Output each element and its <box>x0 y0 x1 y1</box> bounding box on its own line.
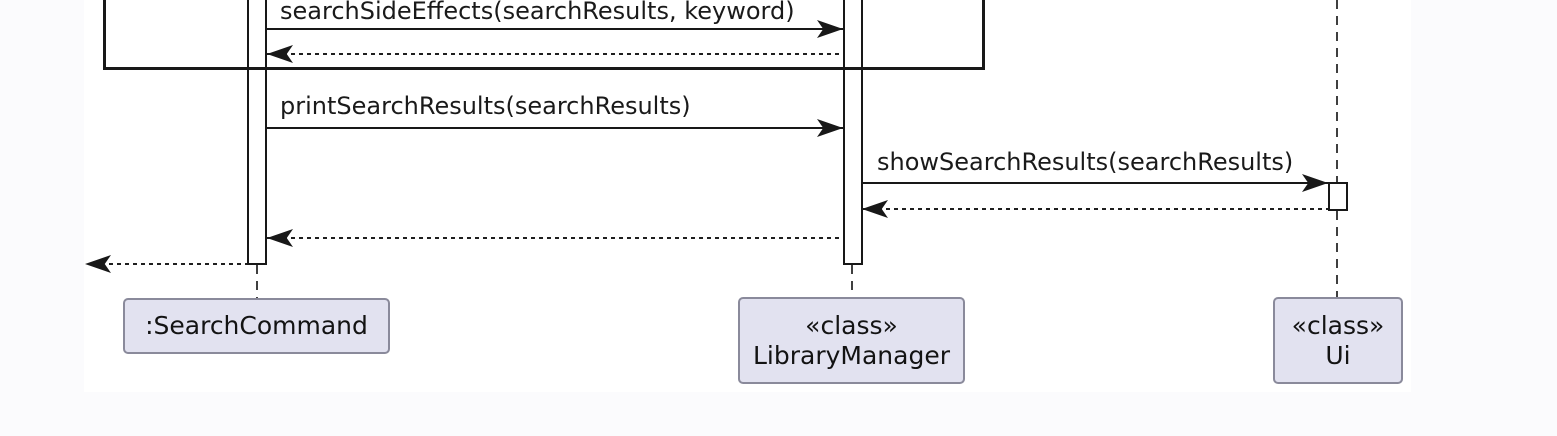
lifeline-ui-upper <box>1336 0 1338 183</box>
return-line-4 <box>109 263 247 265</box>
participant-stereotype-librarymanager: «class» <box>805 310 898 340</box>
message-line-searchSideEffects <box>267 28 843 30</box>
message-label-searchSideEffects: searchSideEffects(searchResults, keyword… <box>280 0 795 25</box>
participant-label-librarymanager: LibraryManager <box>753 340 950 370</box>
message-line-showSearchResults <box>862 182 1328 184</box>
return-line-1 <box>267 53 843 55</box>
participant-box-searchcommand: :SearchCommand <box>123 298 390 354</box>
message-label-showSearchResults: showSearchResults(searchResults) <box>877 148 1294 176</box>
fragment-frame <box>103 0 985 70</box>
lifeline-searchcommand-stub <box>256 265 258 298</box>
message-line-printSearchResults <box>267 127 843 129</box>
return-line-3 <box>267 237 843 239</box>
activation-librarymanager <box>843 0 863 265</box>
message-label-printSearchResults: printSearchResults(searchResults) <box>280 92 691 120</box>
participant-label-searchcommand: :SearchCommand <box>145 311 368 340</box>
participant-label-ui: Ui <box>1325 340 1351 370</box>
participant-stereotype-ui: «class» <box>1291 310 1385 340</box>
activation-ui <box>1328 182 1348 211</box>
participant-box-librarymanager: «class» LibraryManager <box>738 297 965 384</box>
participant-box-ui: «class» Ui <box>1273 297 1403 384</box>
lifeline-ui-lower <box>1336 211 1338 297</box>
lifeline-librarymanager-stub <box>851 265 853 297</box>
return-line-2 <box>862 208 1328 210</box>
activation-searchcommand <box>247 0 267 265</box>
